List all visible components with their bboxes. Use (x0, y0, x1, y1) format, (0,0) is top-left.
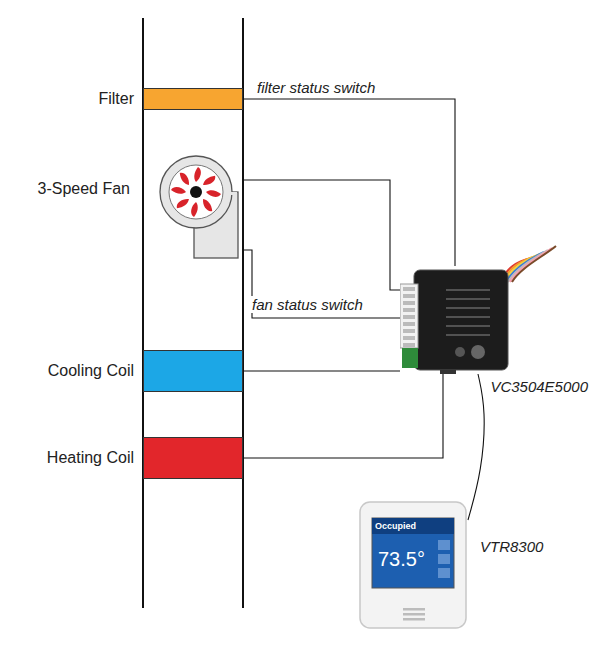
node-label: Filter (98, 90, 134, 108)
node-label: VTR8300 (480, 538, 543, 555)
node-label: VC3504E5000 (490, 378, 588, 395)
signal-wire (243, 374, 443, 458)
node-label: Cooling Coil (48, 362, 134, 380)
signal-wire (243, 250, 400, 318)
screen-text: 73.5° (378, 548, 425, 571)
signal-wire (243, 370, 400, 371)
controller-unit: VC3504E5000 (400, 266, 510, 374)
screen-text: Occupied (375, 521, 416, 531)
filter-band: Filter (143, 88, 243, 110)
cooling-coil: Cooling Coil (143, 350, 243, 392)
ctrl-drawing (400, 266, 510, 374)
heating-coil: Heating Coil (143, 437, 243, 479)
signal-wire (243, 99, 455, 266)
signal-wire (243, 180, 400, 290)
wire (512, 246, 556, 282)
fan-drawing (150, 152, 243, 262)
wire-label: filter status switch (255, 79, 377, 96)
wire-label: fan status switch (250, 296, 365, 313)
signal-wire (468, 374, 484, 520)
node-label: Heating Coil (47, 449, 134, 467)
node-label: 3-Speed Fan (37, 180, 130, 198)
fan-unit: 3-Speed Fan (150, 152, 243, 262)
